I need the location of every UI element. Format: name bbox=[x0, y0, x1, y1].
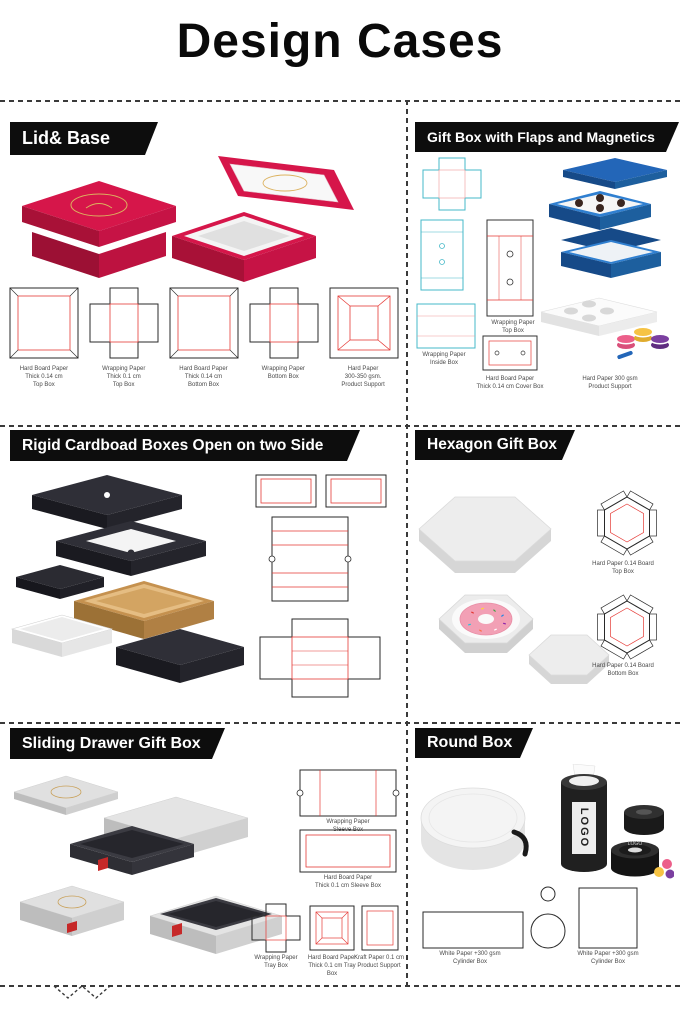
section-label-text: Lid& Base bbox=[22, 128, 111, 148]
black-flat-box bbox=[32, 475, 182, 529]
dieline-caption: White Paper +300 gsm Cylinder Box bbox=[577, 951, 639, 965]
dieline-caption: Hard Paper 0.14 Board Bottom Box bbox=[592, 663, 654, 677]
round-box-illustration: LOGO LOGO bbox=[420, 764, 674, 949]
dieline-caption: Wrapping Paper Bottom Box bbox=[261, 366, 305, 380]
section-label-text: Sliding Drawer Gift Box bbox=[22, 734, 201, 752]
blue-flap-box bbox=[561, 228, 661, 278]
divider-row1 bbox=[0, 425, 680, 427]
sliding-drawer-dielines bbox=[251, 769, 400, 953]
section-label-lid-base: Lid& Base bbox=[10, 122, 158, 155]
hexagon-illustration bbox=[418, 490, 657, 684]
blue-magnetic-lid bbox=[563, 158, 667, 189]
dieline-caption: White Paper +300 gsm Cylinder Box bbox=[439, 951, 501, 965]
dieline-caption: Hard Paper 300 gsm Product Support bbox=[582, 376, 638, 390]
dieline-caption: Hard Paper 300-350 gsm. Product Support bbox=[341, 366, 385, 388]
blue-open-box-chocolates bbox=[549, 191, 651, 230]
section-rigid-two-side: Rigid Cardboad Boxes Open on two Side bbox=[0, 425, 407, 722]
flaps-magnetics-illustration bbox=[416, 157, 669, 371]
dieline-caption: Hard Board Paper Thick 0.14 cm Top Box bbox=[19, 366, 69, 388]
sleeve-with-drawer bbox=[70, 796, 249, 875]
lid-base-dielines bbox=[9, 287, 399, 359]
divider-top bbox=[0, 100, 680, 102]
tube-logo-text: LOGO bbox=[578, 808, 590, 848]
donut bbox=[459, 602, 513, 636]
section-label-hexagon: Hexagon Gift Box bbox=[415, 430, 575, 460]
dieline-caption: Wrapping Paper Inside Box bbox=[422, 352, 466, 366]
page-title: Design Cases bbox=[176, 15, 504, 68]
black-closed-box bbox=[116, 629, 244, 683]
macaron-tray bbox=[540, 297, 658, 336]
section-hexagon: Hexagon Gift Box bbox=[407, 425, 680, 722]
leather-handle bbox=[511, 829, 529, 857]
dieline-caption: Hard Board Paper Thick 0.1 cm Tray Box bbox=[307, 955, 357, 977]
red-open-gift-box bbox=[172, 156, 354, 282]
hexagon-dieline-top bbox=[597, 490, 657, 556]
dieline-caption: Wrapping Paper Sleeve Box bbox=[326, 819, 370, 833]
section-lid-base: Lid& Base bbox=[0, 100, 407, 425]
lid-base-captions: Hard Board Paper Thick 0.14 cm Top Box W… bbox=[4, 366, 403, 389]
divider-center bbox=[406, 100, 408, 985]
rigid-box-dielines bbox=[255, 474, 387, 698]
section-label-text: Rigid Cardboad Boxes Open on two Side bbox=[22, 436, 324, 454]
section-label-text: Hexagon Gift Box bbox=[427, 436, 558, 453]
red-closed-gift-box bbox=[22, 181, 176, 278]
divider-row2 bbox=[0, 722, 680, 724]
hexagon-lid-large bbox=[418, 496, 552, 573]
hexagon-dieline-bottom bbox=[597, 594, 657, 660]
section-label-text: Round Box bbox=[427, 734, 513, 751]
section-round-box: Round Box LOGO bbox=[407, 722, 680, 985]
dieline-caption: Kraft Paper 0.1 cm Product Support bbox=[353, 955, 405, 969]
dieline-caption: Wrapping Paper Tray Box bbox=[254, 955, 298, 969]
macarons bbox=[617, 328, 669, 360]
section-sliding-drawer: Sliding Drawer Gift Box bbox=[0, 722, 407, 985]
section-label-text: Gift Box with Flaps and Magnetics bbox=[427, 129, 655, 145]
sliding-drawer-illustration bbox=[13, 769, 400, 954]
black-sleeve-box bbox=[56, 521, 206, 576]
page-end-marker bbox=[53, 985, 111, 999]
hexagon-base-with-donut bbox=[438, 594, 534, 653]
rigid-boxes-illustration bbox=[10, 474, 387, 698]
black-tube-box: LOGO bbox=[561, 764, 607, 872]
round-hat-box bbox=[420, 787, 529, 870]
kraft-drawer-tray bbox=[74, 581, 214, 639]
open-drawer-box bbox=[149, 895, 283, 954]
lid-base-illustration bbox=[9, 156, 399, 359]
section-label-rigid-two-side: Rigid Cardboad Boxes Open on two Side bbox=[10, 430, 360, 461]
small-round-boxes: LOGO bbox=[611, 805, 674, 879]
hexagon-lid-small bbox=[528, 634, 610, 684]
magnetic-box-dielines bbox=[416, 157, 538, 371]
dieline-caption: Hard Board Paper Thick 0.14 cm Bottom Bo… bbox=[179, 366, 228, 388]
section-label-flaps-magnetics: Gift Box with Flaps and Magnetics bbox=[415, 122, 679, 152]
white-tray bbox=[10, 614, 114, 657]
dieline-caption: Hard Board Paper Thick 0.1 cm Sleeve Box bbox=[314, 875, 382, 889]
divider-bottom bbox=[0, 985, 680, 987]
grey-flat-lid bbox=[13, 775, 119, 815]
round-box-dielines bbox=[422, 886, 638, 949]
dieline-caption: Wrapping Paper Thick 0.1 cm Top Box bbox=[102, 366, 146, 388]
dieline-caption: Wrapping Paper Top Box bbox=[491, 320, 535, 334]
section-label-sliding-drawer: Sliding Drawer Gift Box bbox=[10, 728, 225, 759]
dieline-caption: Hard Board Paper Thick 0.14 cm Cover Box bbox=[476, 376, 544, 390]
dieline-caption: Hard Paper 0.14 Board Top Box bbox=[592, 561, 654, 575]
grey-closed-box bbox=[19, 885, 125, 936]
black-lid bbox=[16, 565, 104, 599]
section-label-round-box: Round Box bbox=[415, 728, 533, 758]
lid-logo-text: LOGO bbox=[628, 841, 643, 847]
section-flaps-magnetics: Gift Box with Flaps and Magnetics bbox=[407, 100, 680, 425]
